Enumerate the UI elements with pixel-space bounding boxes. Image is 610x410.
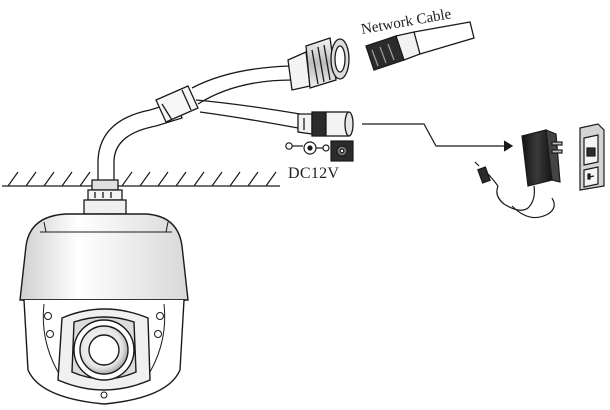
network-pigtail xyxy=(191,65,293,105)
power-adapter xyxy=(474,129,563,219)
wall-outlet xyxy=(579,123,605,191)
cable-splitter-sleeve xyxy=(155,85,199,123)
ceiling-hatch xyxy=(7,171,277,187)
power-pigtail xyxy=(195,99,301,129)
camera-lens xyxy=(73,319,135,381)
dc-power-jack xyxy=(297,111,354,137)
ceiling xyxy=(2,171,280,187)
rj45-network-connector xyxy=(287,37,350,91)
power-connection-arrow xyxy=(362,123,514,152)
dc-power-label: DC12V xyxy=(288,165,339,182)
ir-led-array xyxy=(44,312,164,399)
network-cable-plug xyxy=(365,21,475,71)
dc-polarity-symbol xyxy=(285,141,330,155)
dc-barrel-jack xyxy=(330,140,354,162)
